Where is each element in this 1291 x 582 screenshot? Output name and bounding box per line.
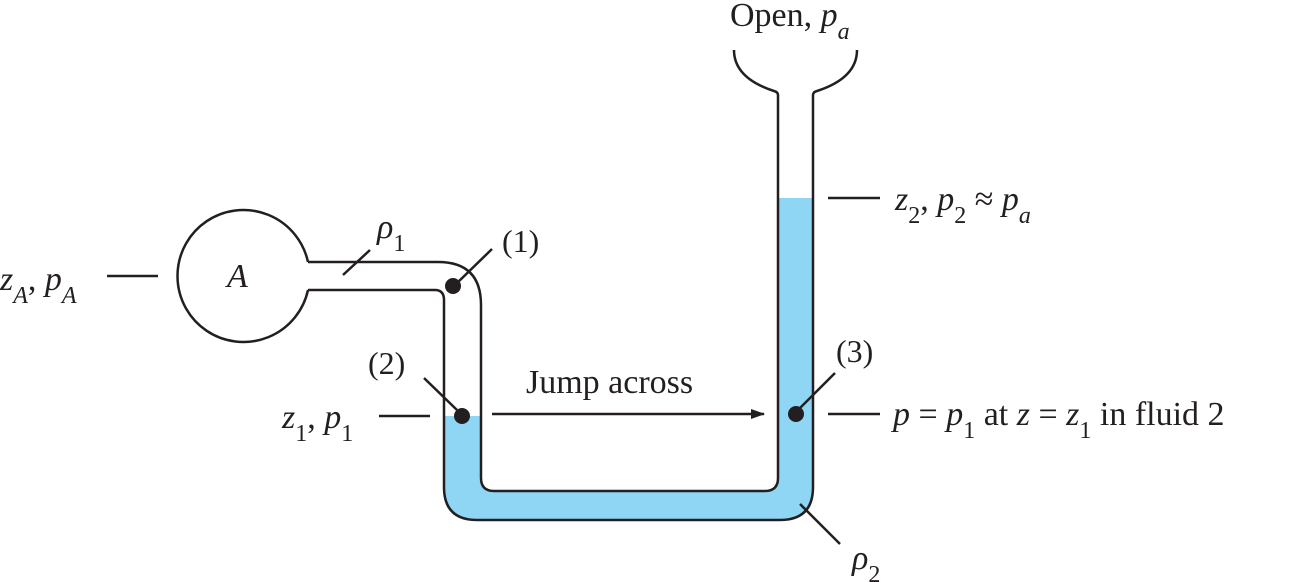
pt1-label: (1) bbox=[502, 223, 539, 259]
fluid-2-fill bbox=[444, 198, 813, 520]
equality-label: p = p1 at z = z1 in fluid 2 bbox=[891, 396, 1225, 444]
bulb-label: A bbox=[225, 258, 248, 295]
jump-label: Jump across bbox=[526, 364, 693, 401]
pt2-leader bbox=[423, 377, 458, 411]
pt3-label: (3) bbox=[836, 333, 873, 369]
open-label: Open, pa bbox=[730, 0, 850, 45]
rho1-leader bbox=[342, 249, 371, 276]
pt1-dot bbox=[445, 278, 461, 294]
pt2-label: (2) bbox=[368, 345, 405, 381]
zA-pA-label: zA, pA bbox=[0, 261, 77, 309]
z1-p1-label: z1, p1 bbox=[281, 399, 353, 447]
pt3-dot bbox=[788, 406, 804, 422]
pt1-leader bbox=[454, 248, 493, 286]
z2-p2-label: z2, p2 ≈ pa bbox=[894, 181, 1031, 229]
rho2-label: ρ2 bbox=[851, 540, 880, 582]
tube-outer-wall bbox=[308, 49, 780, 493]
rho2-leader bbox=[799, 503, 841, 545]
tube-inner-wall bbox=[308, 49, 859, 522]
rho1-label: ρ1 bbox=[376, 209, 405, 257]
pt3-leader bbox=[799, 372, 836, 409]
pt2-dot bbox=[454, 408, 470, 424]
bulb-A bbox=[176, 208, 310, 344]
